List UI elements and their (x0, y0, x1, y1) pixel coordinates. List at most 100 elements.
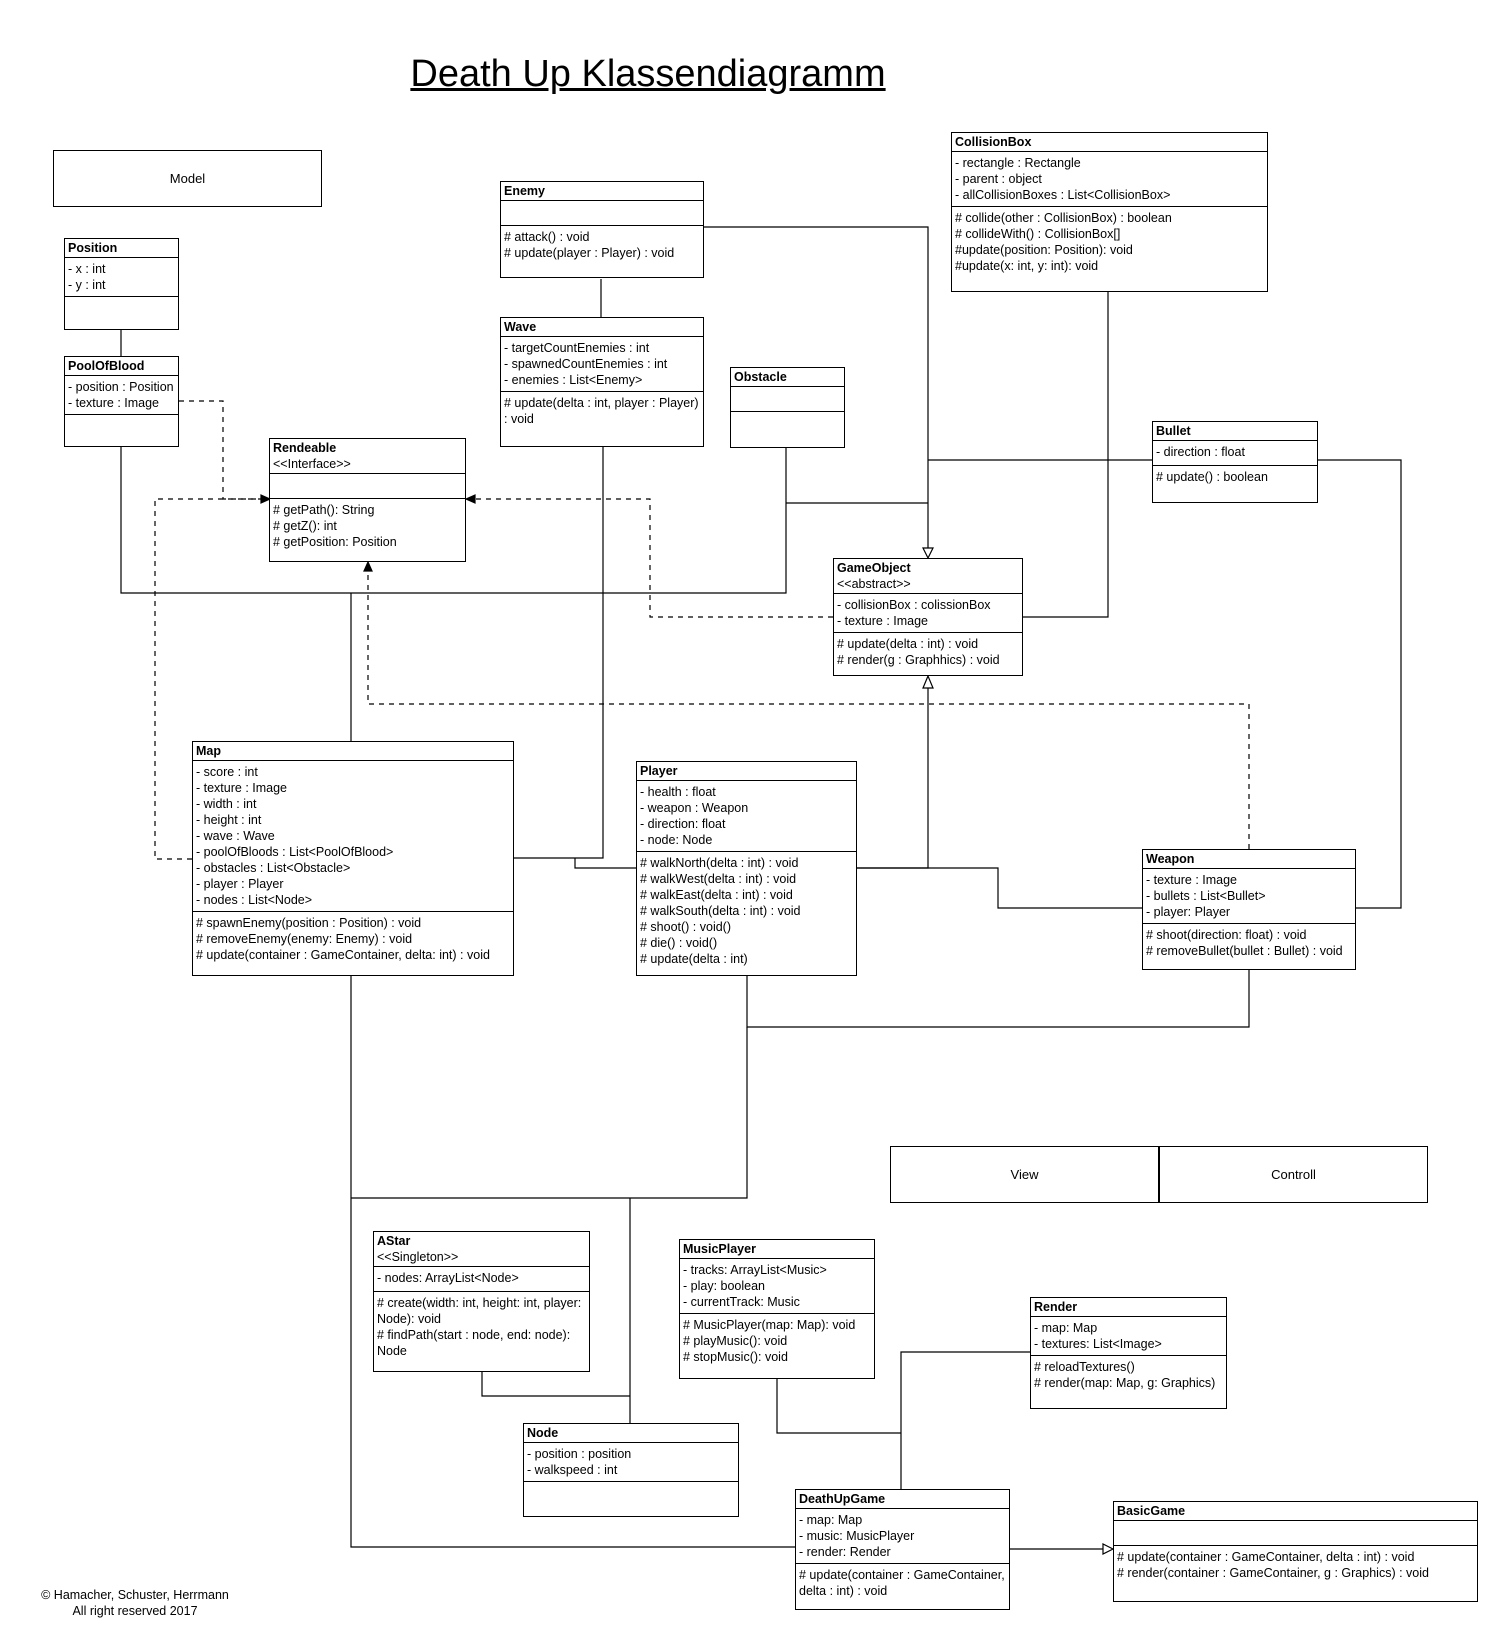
method: # findPath(start : node, end: node): Nod… (377, 1328, 571, 1358)
class-header: CollisionBox (952, 133, 1267, 152)
class-header: GameObject<<abstract>> (834, 559, 1022, 594)
realization-arrowhead (260, 494, 272, 504)
attribute: - player : Player (196, 877, 284, 891)
class-collision-box[interactable]: CollisionBox- rectangle : Rectangle- par… (951, 132, 1268, 292)
class-methods: # update(delta : int, player : Player) :… (501, 392, 703, 446)
class-music-player[interactable]: MusicPlayer- tracks: ArrayList<Music>- p… (679, 1239, 875, 1379)
class-name: Rendeable (273, 441, 337, 455)
attribute: - poolOfBloods : List<PoolOfBlood> (196, 845, 394, 859)
class-attributes: - health : float- weapon : Weapon- direc… (637, 781, 856, 852)
copyright-line-1: © Hamacher, Schuster, Herrmann (41, 1588, 229, 1602)
class-methods: # update(delta : int) : void# render(g :… (834, 633, 1022, 675)
class-methods: # update(container : GameContainer, delt… (1114, 1546, 1477, 1601)
attribute: - spawnedCountEnemies : int (504, 357, 668, 371)
class-name: Enemy (504, 184, 545, 198)
class-attributes: - texture : Image- bullets : List<Bullet… (1143, 869, 1355, 924)
method: #update(position: Position): void (955, 243, 1133, 257)
method: # removeBullet(bullet : Bullet) : void (1146, 944, 1343, 958)
method: # removeEnemy(enemy: Enemy) : void (196, 932, 413, 946)
method: # walkEast(delta : int) : void (640, 888, 793, 902)
class-bullet[interactable]: Bullet- direction : float# update() : bo… (1152, 421, 1318, 503)
class-methods: # attack() : void# update(player : Playe… (501, 226, 703, 277)
generalization-arrowhead (922, 547, 934, 560)
class-methods: # collide(other : CollisionBox) : boolea… (952, 207, 1267, 291)
class-name: CollisionBox (955, 135, 1032, 149)
generalization-arrowhead (922, 674, 934, 689)
method: # stopMusic(): void (683, 1350, 788, 1364)
attribute: - texture : Image (837, 614, 929, 628)
class-basic-game[interactable]: BasicGame # update(container : GameContai… (1113, 1501, 1478, 1602)
class-name: Map (196, 744, 221, 758)
attribute: - position : Position (68, 380, 174, 394)
class-name: MusicPlayer (683, 1242, 756, 1256)
class-methods: # shoot(direction: float) : void# remove… (1143, 924, 1355, 969)
class-attributes (501, 201, 703, 226)
attribute: - score : int (196, 765, 258, 779)
realization-weapon-rendeable (367, 571, 1250, 849)
class-rendeable[interactable]: Rendeable<<Interface>># getPath(): Strin… (269, 438, 466, 562)
class-death-up-game[interactable]: DeathUpGame- map: Map- music: MusicPlaye… (795, 1489, 1010, 1610)
class-render[interactable]: Render- map: Map- textures: List<Image>#… (1030, 1297, 1227, 1409)
class-header: Wave (501, 318, 703, 337)
class-header: Rendeable<<Interface>> (270, 439, 465, 474)
method: # die() : void() (640, 936, 718, 950)
attribute: - direction: float (640, 817, 726, 831)
attribute: - x : int (68, 262, 106, 276)
class-obstacle[interactable]: Obstacle (730, 367, 845, 448)
copyright-line-2: All right reserved 2017 (72, 1604, 198, 1618)
class-position[interactable]: Position - x : int - y : int (64, 238, 179, 330)
assoc-player-weapon (857, 867, 1142, 909)
class-weapon[interactable]: Weapon- texture : Image- bullets : List<… (1142, 849, 1356, 970)
class-game-object[interactable]: GameObject<<abstract>>- collisionBox : c… (833, 558, 1023, 676)
class-header: Enemy (501, 182, 703, 201)
generalization-player-gameobject (857, 688, 929, 869)
attribute: - targetCountEnemies : int (504, 341, 650, 355)
class-astar[interactable]: AStar<<Singleton>> - nodes: ArrayList<Nod… (373, 1231, 590, 1372)
method: # reloadTextures() (1034, 1360, 1135, 1374)
realization-poolofblood-rendeable (179, 400, 262, 500)
class-map[interactable]: Map- score : int- texture : Image- width… (192, 741, 514, 976)
class-enemy[interactable]: Enemy # attack() : void# update(player : … (500, 181, 704, 278)
realization-arrowhead (363, 560, 373, 572)
package-controll[interactable]: Controll (1159, 1146, 1428, 1203)
class-name: Node (527, 1426, 559, 1440)
attribute: - nodes: ArrayList<Node> (377, 1271, 519, 1285)
class-header: Bullet (1153, 422, 1317, 441)
package-view[interactable]: View (890, 1146, 1159, 1203)
class-name: Bullet (1156, 424, 1191, 438)
method: # playMusic(): void (683, 1334, 788, 1348)
method: # walkWest(delta : int) : void (640, 872, 797, 886)
method: # render(container : GameContainer, g : … (1117, 1566, 1429, 1580)
class-pool-of-blood[interactable]: PoolOfBlood- position : Position- textur… (64, 356, 179, 447)
class-name: Position (68, 241, 118, 255)
class-node[interactable]: Node - position : position- walkspeed : i… (523, 1423, 739, 1517)
attribute: - height : int (196, 813, 262, 827)
class-methods: # create(width: int, height: int, player… (374, 1292, 589, 1371)
attribute: - weapon : Weapon (640, 801, 749, 815)
class-attributes (1114, 1521, 1477, 1546)
class-attributes: - nodes: ArrayList<Node> (374, 1267, 589, 1292)
class-player[interactable]: Player- health : float- weapon : Weapon-… (636, 761, 857, 976)
attribute: - node: Node (640, 833, 713, 847)
class-wave[interactable]: Wave - targetCountEnemies : int - spawnedC… (500, 317, 704, 447)
method: # update(container : GameContainer, delt… (1117, 1550, 1415, 1564)
class-methods: # update(container : GameContainer, delt… (796, 1564, 1009, 1609)
class-attributes: - position : position- walkspeed : int (524, 1443, 738, 1482)
class-header: Map (193, 742, 513, 761)
attribute: - y : int (68, 278, 106, 292)
attribute: - enemies : List<Enemy> (504, 373, 643, 387)
class-attributes: - map: Map- music: MusicPlayer- render: … (796, 1509, 1009, 1564)
attribute: - position : position (527, 1447, 632, 1461)
class-methods: # update() : boolean (1153, 466, 1317, 502)
package-model[interactable]: Model (53, 150, 322, 207)
method: # update(player : Player) : void (504, 246, 675, 260)
class-header: AStar<<Singleton>> (374, 1232, 589, 1267)
method: # MusicPlayer(map: Map): void (683, 1318, 856, 1332)
method: # render(map: Map, g: Graphics) (1034, 1376, 1216, 1390)
assoc-astar-node (481, 1372, 630, 1397)
assoc-player-down (351, 1027, 748, 1199)
class-header: BasicGame (1114, 1502, 1477, 1521)
class-attributes (731, 387, 844, 412)
class-methods: # spawnEnemy(position : Position) : void… (193, 912, 513, 975)
method: # update(container : GameContainer, delt… (799, 1568, 1005, 1598)
